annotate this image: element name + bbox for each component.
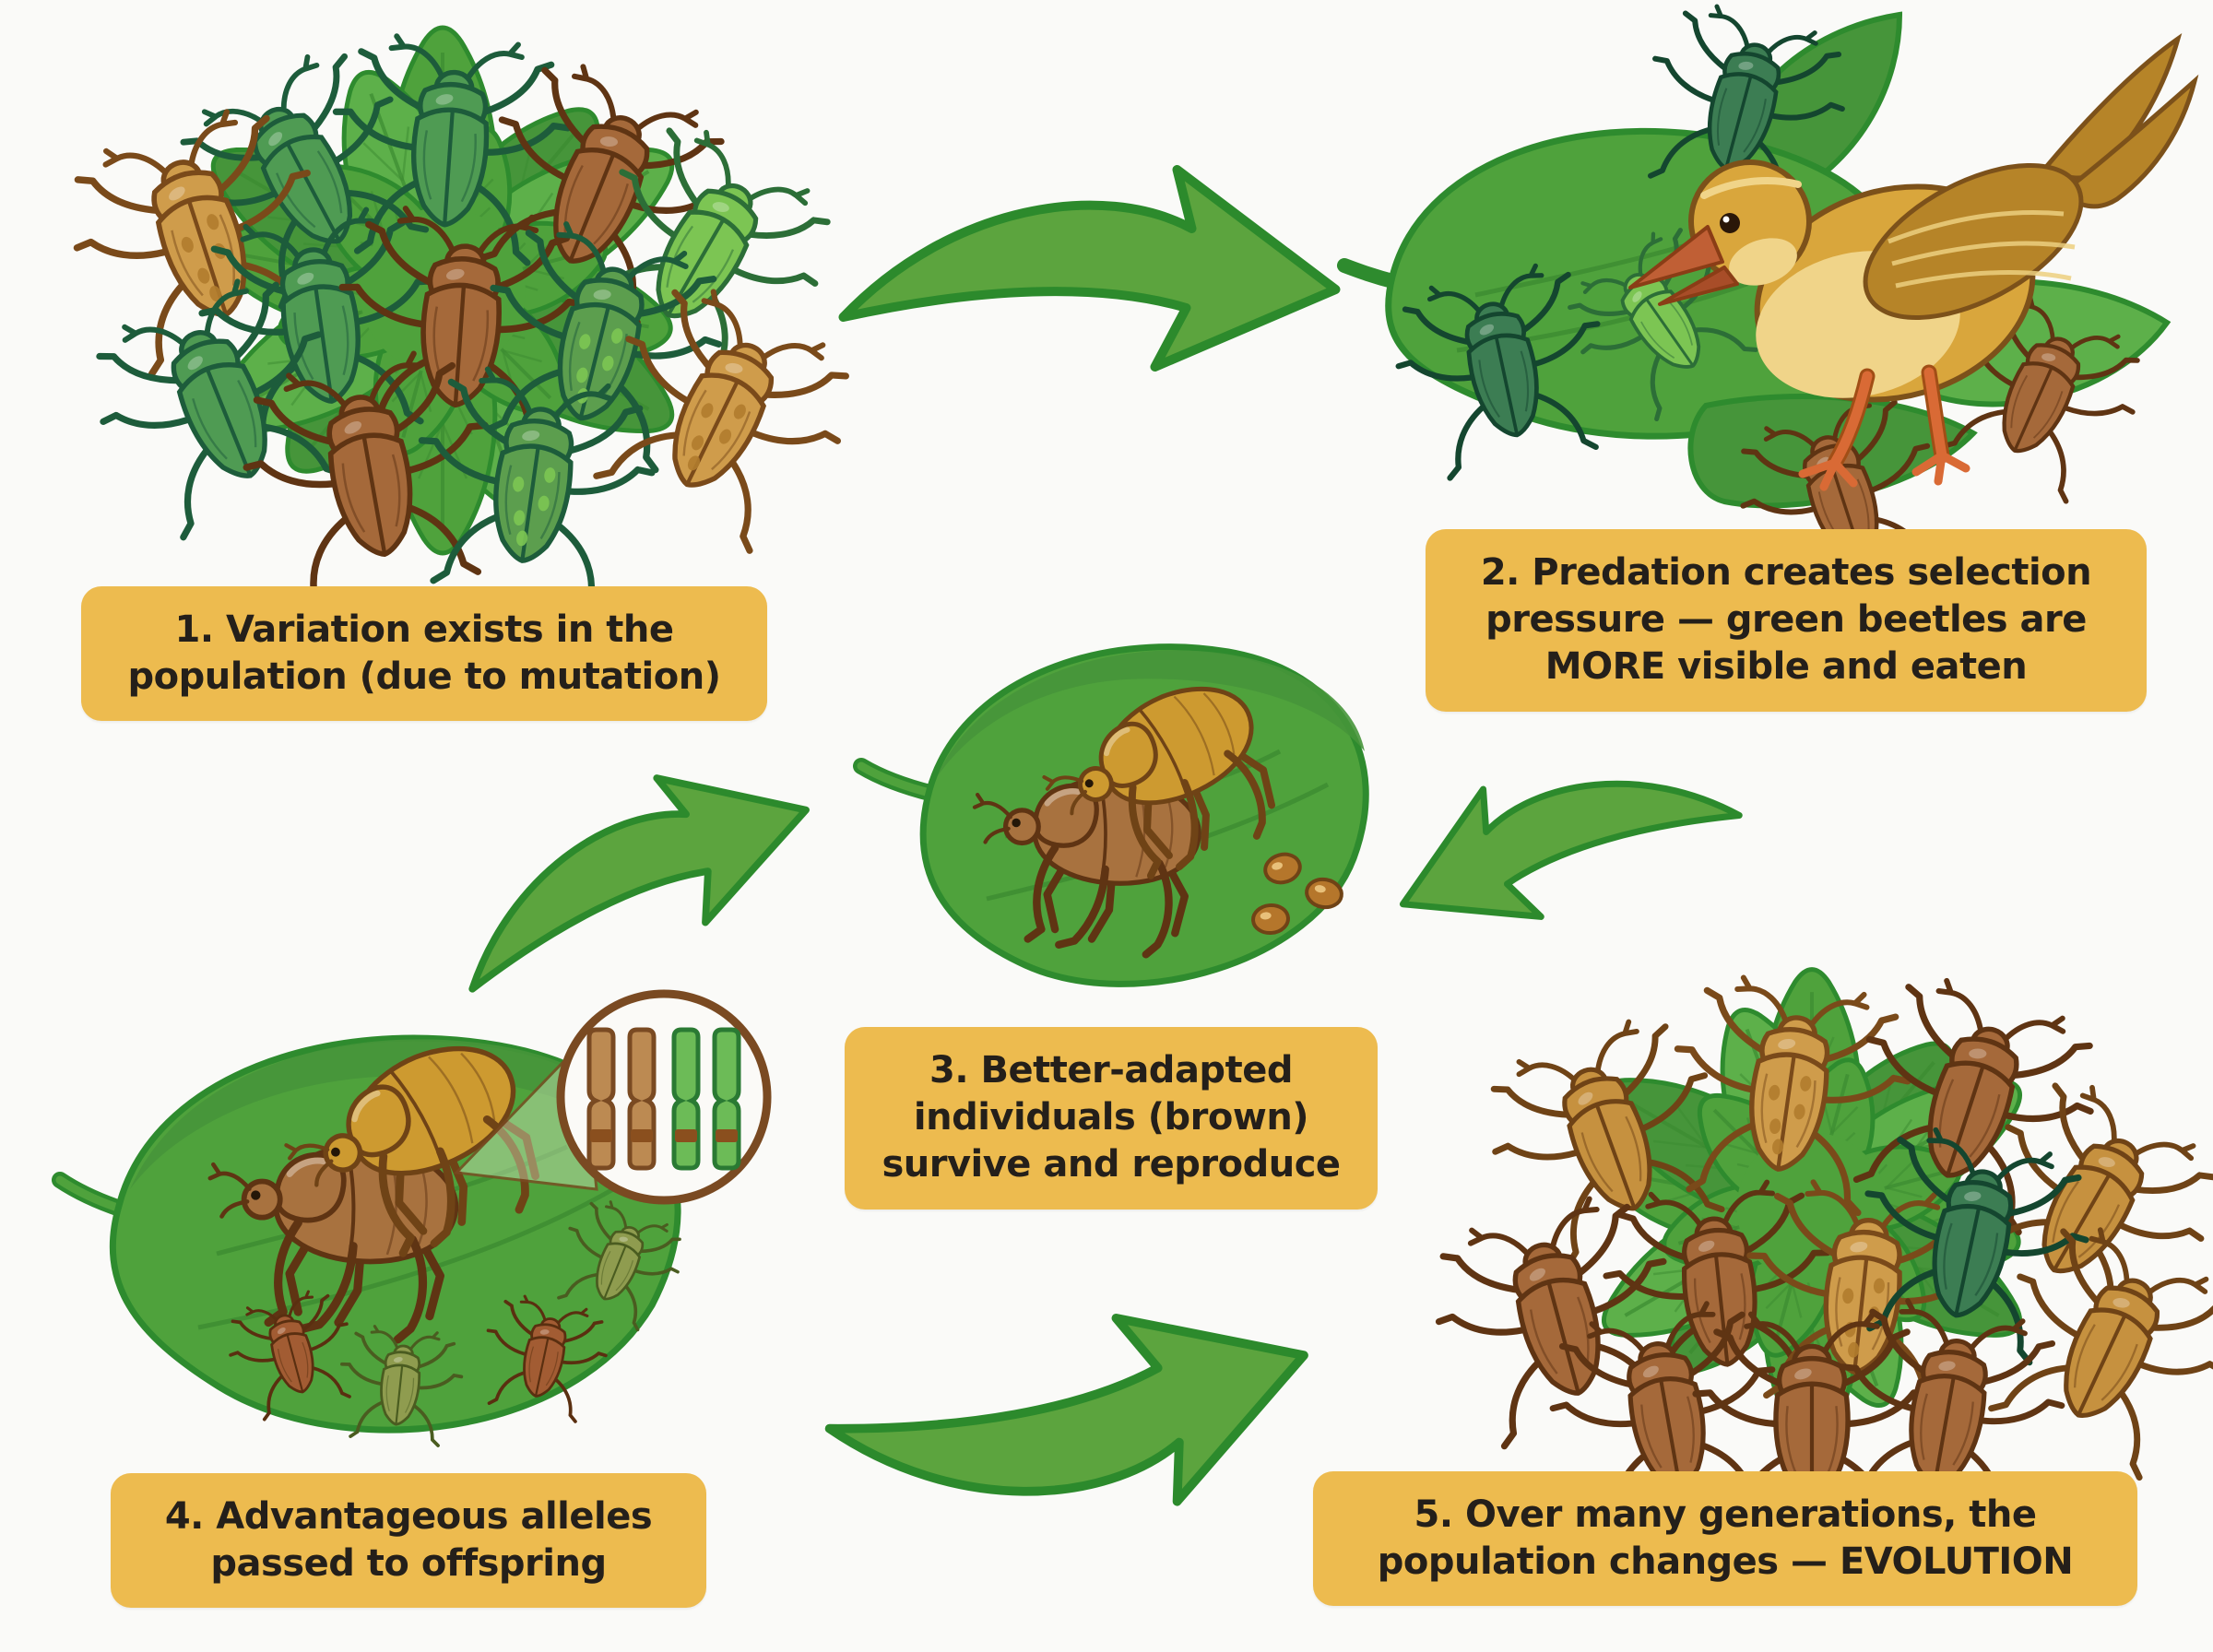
step-2-caption-text: 2. Predation creates selection pressure … <box>1480 551 2092 689</box>
beetle-egg <box>1251 903 1290 936</box>
beetle-side-gold <box>284 1045 539 1257</box>
chromosome-green <box>712 1027 741 1171</box>
predator-bird <box>1688 32 2199 491</box>
beetle-green-dark <box>1648 4 1845 216</box>
beetle-tan <box>1490 1019 1725 1268</box>
mating-beetle-pair <box>207 1045 539 1344</box>
step-4-caption-text: 4. Advantageous alleles passed to offspr… <box>164 1495 653 1586</box>
beetle-green-dark <box>1395 263 1601 481</box>
step-3-caption: 3. Better-adapted individuals (brown) su… <box>845 1027 1378 1210</box>
beetle-brown <box>1839 1298 2065 1533</box>
beetle-tan <box>1988 1227 2213 1481</box>
allele-band <box>675 1129 697 1142</box>
predation-illustration <box>1337 4 2199 609</box>
beetle-brown <box>476 64 725 326</box>
arrow-inheritance-to-reproduction-icon <box>468 774 810 993</box>
step-1-caption: 1. Variation exists in the population (d… <box>81 586 767 722</box>
beetle-green-dark <box>1864 1127 2089 1366</box>
chromosome-brown <box>586 1027 616 1171</box>
step-3-caption-text: 3. Better-adapted individuals (brown) su… <box>882 1049 1341 1186</box>
bird-beak <box>1628 225 1724 289</box>
beetle-green-spotted <box>487 221 723 474</box>
chromosome-brown <box>627 1027 657 1171</box>
step-5-caption: 5. Over many generations, the population… <box>1313 1471 2137 1607</box>
allele-band <box>590 1129 612 1142</box>
beetle-brown-red <box>486 1294 608 1423</box>
beetle-green-light <box>1568 228 1758 422</box>
beetle-tan-spotted <box>593 289 849 554</box>
beetle-side-gold <box>1042 686 1276 879</box>
beetle-tan <box>1964 1082 2213 1341</box>
beetle-tan-spotted <box>1746 1179 1985 1417</box>
scene-brown-beetles-reproduce <box>853 643 1369 987</box>
step-2-caption: 2. Predation creates selection pressure … <box>1426 529 2147 712</box>
step-5-caption-text: 5. Over many generations, the population… <box>1377 1493 2074 1584</box>
beetle-brown <box>243 350 489 607</box>
arrow-variation-to-predation-icon <box>838 165 1341 372</box>
beetle-tan-spotted <box>73 109 325 378</box>
allele-band <box>631 1129 653 1142</box>
beetle-brown <box>1852 977 2094 1236</box>
beetle-brown <box>1549 1301 1776 1536</box>
step-4-caption: 4. Advantageous alleles passed to offspr… <box>111 1473 706 1609</box>
beetle-brown-red <box>229 1290 351 1422</box>
bird-eye <box>1720 213 1740 233</box>
chromosome-green <box>671 1027 701 1171</box>
allele-band <box>716 1129 738 1142</box>
beetle-olive <box>557 1200 681 1332</box>
arrow-reproduction-to-evolution-icon <box>824 1313 1308 1506</box>
beetle-green-mid <box>96 278 345 541</box>
mating-beetle-pair <box>972 686 1276 959</box>
beetle-egg <box>1305 877 1343 910</box>
beetle-green-mid <box>332 33 572 266</box>
beetle-brown <box>1435 1196 1673 1450</box>
scene-variation-population <box>73 25 849 608</box>
scene-bird-predation <box>1337 4 2199 609</box>
arrow-predation-to-reproduction-icon <box>1399 780 1743 920</box>
scene-evolved-population <box>1435 967 2213 1536</box>
beetle-green-spotted <box>418 366 656 608</box>
beetle-tan-spotted <box>1674 974 1911 1217</box>
beetle-egg <box>1263 852 1302 885</box>
scene-allele-inheritance <box>52 989 772 1447</box>
step-1-caption-text: 1. Variation exists in the population (d… <box>127 608 721 699</box>
beetle-olive <box>340 1325 464 1447</box>
chromosome-magnifier <box>556 989 772 1205</box>
beetle-brown <box>1692 1311 1932 1535</box>
